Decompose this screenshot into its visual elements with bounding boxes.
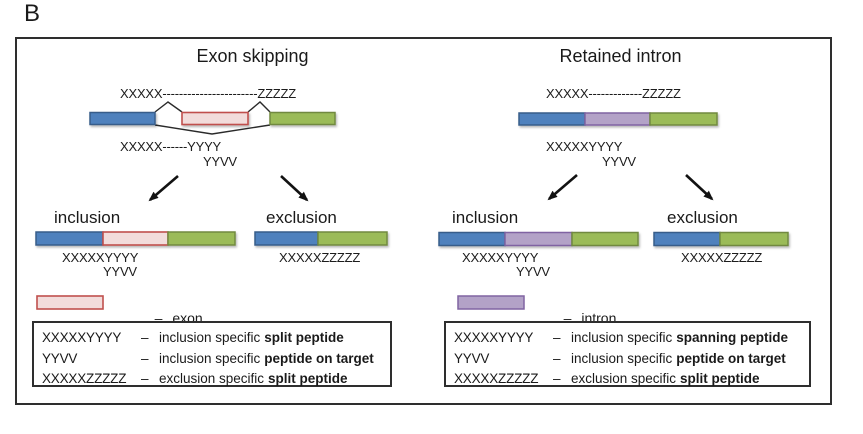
dash: – [553, 371, 561, 386]
panel-label: B [24, 0, 41, 27]
dash: – [553, 330, 561, 345]
exon-skipping-title: Exon skipping [196, 46, 309, 66]
skipping-junction-line [154, 124, 271, 135]
intron-segment [504, 231, 573, 247]
arrow-down-left-icon [547, 174, 578, 201]
intron-segment [584, 112, 651, 126]
arrow-down-right-icon [685, 174, 714, 201]
alternative-exon-segment [102, 231, 169, 246]
exon-segment-blue [89, 111, 156, 126]
dash: – [553, 350, 561, 366]
exon-swatch [36, 295, 104, 310]
arrow-down-right-icon [280, 175, 309, 202]
exon-segment-blue [518, 112, 586, 126]
splice-caret-left [154, 101, 183, 113]
exon-segment-blue [35, 231, 104, 246]
intron-swatch [457, 295, 525, 310]
exon-segment-green [317, 231, 388, 246]
exon-segment-blue [653, 231, 721, 247]
exon-segment-blue [438, 231, 506, 247]
legend-term: XXXXXYYYY [42, 330, 122, 345]
dash: – [563, 310, 572, 326]
retained-intron-inclusion-seq-line2: YYVV [516, 264, 550, 279]
exon-segment-green [649, 112, 718, 126]
exon-segment-green [719, 231, 789, 247]
dash: – [141, 350, 149, 366]
legend-term: XXXXXYYYY [454, 330, 534, 345]
exon-skipping-inclusion-label: inclusion [54, 208, 121, 227]
exon-skipping-inclusion-seq-line1: XXXXXYYYY [62, 250, 139, 265]
alternative-exon-segment [181, 111, 249, 126]
retained-intron-gene-model [518, 112, 718, 126]
exon-skipping-inclusion-bar [35, 231, 236, 246]
exon-segment-blue [254, 231, 319, 246]
exon-skipping-inclusion-seq-line2: YYVV [103, 264, 137, 279]
arrow-down-left-icon [148, 175, 179, 202]
retained-intron-exclusion-label: exclusion [667, 208, 738, 227]
exon-skipping-junction-seq-line2: YYVV [203, 154, 237, 169]
retained-intron-premrna-seq: XXXXX-------------ZZZZZ [546, 86, 681, 101]
exon-skipping-premrna-seq: XXXXX-----------------------ZZZZZ [120, 86, 297, 101]
retained-intron-inclusion-seq-line1: XXXXXYYYY [462, 250, 539, 265]
exon-skipping-gene-model [89, 101, 336, 135]
legend-term: XXXXXZZZZZ [42, 371, 127, 386]
exon-skipping-exclusion-label: exclusion [266, 208, 337, 227]
dash: – [154, 310, 163, 326]
legend-term: YYVV [454, 350, 490, 366]
figure-border-box [15, 37, 832, 405]
exon-skipping-exclusion-bar [254, 231, 388, 246]
legend-term: YYVV [42, 350, 78, 366]
retained-intron-title: Retained intron [559, 46, 682, 66]
exon-segment-green [571, 231, 639, 247]
exon-segment-green [167, 231, 236, 246]
retained-intron-exclusion-bar [653, 231, 789, 247]
dash: – [141, 330, 149, 345]
legend-term: XXXXXZZZZZ [454, 371, 539, 386]
retained-intron-inclusion-label: inclusion [452, 208, 519, 227]
retained-intron-junction-seq-line2: YYVV [602, 154, 636, 169]
splice-caret-right [247, 101, 271, 113]
retained-intron-exclusion-seq: XXXXXZZZZZ [681, 250, 763, 265]
retained-intron-inclusion-bar [438, 231, 639, 247]
exon-skipping-exclusion-seq: XXXXXZZZZZ [279, 250, 361, 265]
retained-intron-junction-seq-line1: XXXXXYYYY [546, 139, 623, 154]
exon-skipping-junction-seq-line1: XXXXX------YYYY [120, 139, 222, 154]
exon-segment-green [269, 111, 336, 126]
dash: – [141, 371, 149, 386]
